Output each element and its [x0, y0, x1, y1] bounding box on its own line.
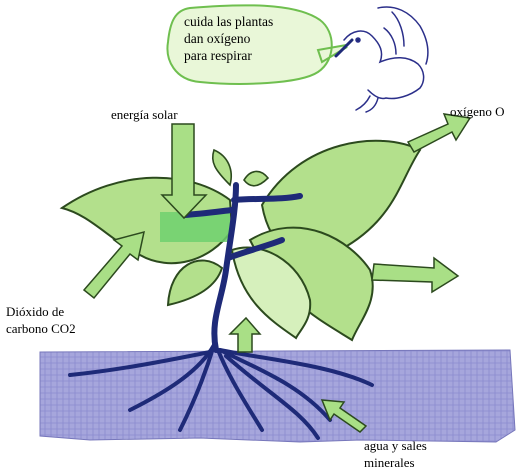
speech-line-2: dan oxígeno [184, 30, 273, 47]
speech-line-1: cuida las plantas [184, 13, 273, 30]
water-label-line-2: minerales [364, 454, 427, 471]
co2-arrow [84, 232, 144, 298]
speech-bubble-text: cuida las plantas dan oxígeno para respi… [184, 13, 273, 64]
co2-label: Dióxido de carbono CO2 [6, 303, 76, 337]
water-label-line-1: agua y sales [364, 437, 427, 454]
solar-energy-label: energía solar [111, 107, 178, 122]
co2-label-line-2: carbono CO2 [6, 320, 76, 337]
oxygen-arrow-right [372, 258, 458, 292]
water-minerals-label: agua y sales minerales [364, 437, 427, 471]
leaf-bud-left [213, 150, 232, 185]
dove-illustration [336, 7, 428, 112]
leaf-bud-right [244, 171, 268, 185]
oxygen-arrow-top [408, 114, 470, 152]
leaf-left-small [168, 260, 222, 305]
co2-label-line-1: Dióxido de [6, 303, 76, 320]
water-arrow-stem [230, 318, 260, 352]
speech-line-3: para respirar [184, 47, 273, 64]
oxygen-label: oxígeno O [450, 104, 505, 119]
